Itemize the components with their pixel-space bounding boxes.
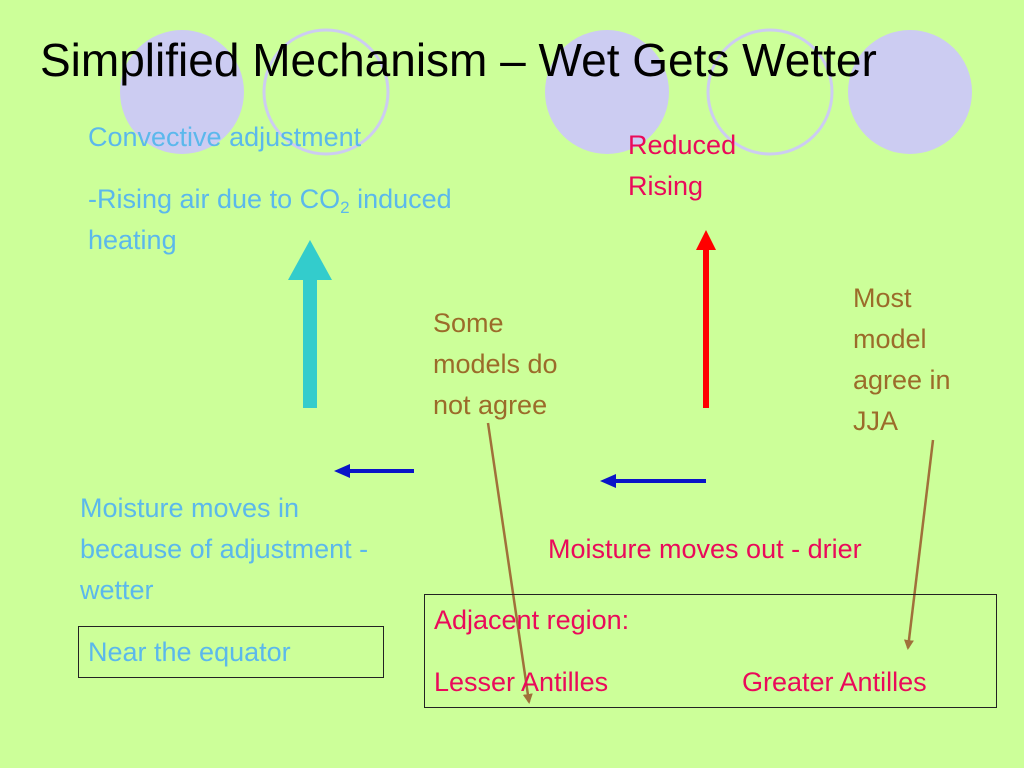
moisture-in-arrow-icon [334,464,414,478]
rising-air-suffix: induced [349,184,452,214]
most-models-line-4: JJA [853,406,899,436]
some-models-line-3: not agree [433,390,548,420]
reduced-rising-line-1: Reduced [628,130,737,160]
greater-antilles-label: Greater Antilles [742,667,927,697]
greater-antilles-pointer-icon [903,439,935,650]
near-equator-box: Near the equator [78,626,384,678]
slide-title: Simplified Mechanism – Wet Gets Wetter [40,34,877,86]
reduced-rising-label: Reduced Rising [628,125,736,207]
some-models-line-1: Some [433,308,504,338]
moisture-in-line-2: because of adjustment - [80,534,369,564]
adjacent-region-box: Adjacent region: Lesser Antilles Greater… [424,594,997,708]
some-models-line-2: models do [433,349,558,379]
reduced-rising-line-2: Rising [628,171,704,201]
rising-air-prefix: -Rising air due to CO [88,184,341,214]
moisture-out-arrow-icon [600,474,706,488]
deco-circle-outline [262,28,390,156]
moisture-in-line-1: Moisture moves in [80,493,300,523]
most-models-line-3: agree in [853,365,951,395]
reduced-rising-arrow-icon [696,230,716,408]
most-models-line-2: model [853,324,927,354]
deco-circle-outline [706,28,834,156]
convective-up-arrow-icon [288,240,332,408]
lesser-antilles-pointer-icon [486,422,533,704]
adjacent-region-heading: Adjacent region: [434,605,630,635]
moisture-moves-in-note: Moisture moves in because of adjustment … [80,488,480,611]
deco-circle [120,30,244,154]
moisture-moves-out-label: Moisture moves out - drier [548,534,862,564]
deco-circle [545,30,669,154]
rising-air-note: -Rising air due to CO2 induced heating [88,179,558,261]
lesser-antilles-label: Lesser Antilles [434,667,609,697]
convective-adjustment-text: Convective adjustment [88,122,362,152]
rising-air-line-1: -Rising air due to CO2 induced [88,179,558,220]
some-models-note: Some models do not agree [433,303,558,426]
co2-subscript: 2 [340,198,350,217]
deco-circle [848,30,972,154]
most-models-line-1: Most [853,283,912,313]
moisture-in-line-3: wetter [80,575,154,605]
near-equator-label: Near the equator [88,637,291,667]
convective-adjustment-heading: Convective adjustment [88,117,361,158]
most-models-note: Most model agree in JJA [853,278,951,442]
rising-air-line-2: heating [88,225,177,255]
